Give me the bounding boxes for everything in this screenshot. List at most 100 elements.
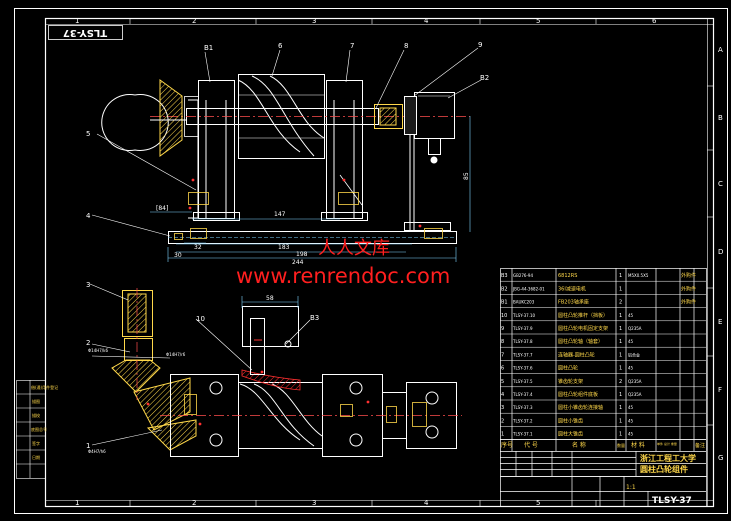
bom-cell-no: 4 xyxy=(501,392,504,398)
bevel-gear-large xyxy=(101,79,186,157)
bom-cell-code: TLSY-37.3 xyxy=(512,405,533,410)
bom-header-note: 备注 xyxy=(695,442,705,449)
bom-cell-name: 锥齿轮支架 xyxy=(558,378,583,385)
bom-header-qty: 数量 xyxy=(617,442,625,448)
dim-32: 32 xyxy=(194,244,202,251)
title-part-name: 圆柱凸轮组件 xyxy=(640,464,688,474)
bom-table-grid xyxy=(500,268,707,507)
watermark-cn: 人人文库 xyxy=(318,238,390,259)
bom-header-mat: 材 料 xyxy=(631,441,645,449)
dim-84: [84] xyxy=(156,205,168,212)
bom-cell-mat: 45 xyxy=(628,432,634,437)
zone-side-c: C xyxy=(718,180,723,188)
bom-cell-no: 8 xyxy=(501,339,504,345)
callout-3: 3 xyxy=(86,281,90,289)
bom-cell-name: 圆柱大锥齿 xyxy=(558,431,583,438)
fit-note-2: Φ14H7/k6 xyxy=(88,348,108,353)
bom-cell-no: 6 xyxy=(501,366,504,372)
bom-cell-name: 圆柱凸轮推杆（挡板） xyxy=(558,312,608,319)
callout-10: 10 xyxy=(196,315,205,323)
zone-side-b: B xyxy=(718,114,723,122)
bom-cell-name: 圆柱凸轮电机固定支架 xyxy=(558,325,608,332)
side-cell-9: 签字 xyxy=(32,440,40,446)
dim-198: 198 xyxy=(296,251,308,258)
side-cell-10: 日期 xyxy=(32,454,40,460)
callout-b1: B1 xyxy=(204,44,213,52)
bom-header-name: 名 称 xyxy=(572,441,586,449)
bom-cell-code: GB276-94 xyxy=(513,273,533,278)
callout-b2: B2 xyxy=(480,74,489,82)
callout-b3: B3 xyxy=(310,314,319,322)
callout-9: 9 xyxy=(478,41,482,49)
zone-side-a: A xyxy=(718,46,723,54)
bom-cell-name: 圆柱凸轮组件底板 xyxy=(558,391,598,398)
pinion-shaft xyxy=(122,290,153,361)
bom-cell-qty: 2 xyxy=(619,300,622,306)
bom-cell-note: 外购件 xyxy=(681,285,696,292)
bom-cell-note: 外购件 xyxy=(681,272,696,279)
callout-8: 8 xyxy=(404,42,408,50)
base-plate xyxy=(168,231,457,244)
bom-cell-no: 2 xyxy=(501,418,504,424)
side-cell-7: 底图总号 xyxy=(31,426,47,432)
bom-cell-qty: 1 xyxy=(619,273,622,279)
zone-side-d: D xyxy=(718,248,723,256)
bom-cell-mat: 45 xyxy=(628,405,634,410)
bom-cell-name: FB203轴承座 xyxy=(558,299,589,306)
title-scale: 1:1 xyxy=(626,484,636,491)
bom-cell-qty: 1 xyxy=(619,339,622,345)
callout-7: 7 xyxy=(350,42,354,50)
cylindrical-cam xyxy=(237,74,325,159)
bom-cell-code: TLSY-37.1 xyxy=(512,432,533,437)
side-cell-3: 描图 xyxy=(32,398,40,404)
bom-cell-code: TLSY-37.8 xyxy=(512,339,533,344)
zone-bot-4: 4 xyxy=(424,499,429,507)
bom-cell-code: TLSY-37.7 xyxy=(512,352,533,357)
bom-cell-name: 连轴器-圆柱凸轮 xyxy=(558,351,595,358)
bom-cell-mat: M5X0.5X5 xyxy=(628,273,649,278)
bom-cell-name: 36I减速电机 xyxy=(558,285,586,292)
fit-note-1: Φ14H7/r6 xyxy=(166,352,186,357)
bom-cell-qty: 1 xyxy=(619,418,622,424)
title-drawing-no: TLSY-37 xyxy=(652,496,692,506)
bom-cell-name: 圆柱小锥齿 xyxy=(558,417,583,424)
dim-244: 244 xyxy=(292,259,304,266)
bom-cell-mat: Q235A xyxy=(628,392,642,397)
fit-note-3: Φ4H7/h6 xyxy=(88,449,106,454)
bom-cell-code: TLSY-37.10 xyxy=(512,313,536,318)
zone-side-e: E xyxy=(718,318,722,326)
bom-cell-no: 5 xyxy=(501,379,504,385)
bom-cell-qty: 1 xyxy=(619,286,622,292)
bevel-gear-pair xyxy=(111,288,197,451)
bom-cell-code: TLSY-37.9 xyxy=(512,326,533,331)
bom-cell-code: TLSY-37.4 xyxy=(512,392,533,397)
dim-147: 147 xyxy=(274,211,286,218)
bom-cell-mat: 45 xyxy=(628,366,634,371)
push-rod-baffle xyxy=(242,306,299,375)
bom-cell-name: 圆柱小锥齿轮连接轴 xyxy=(558,404,603,411)
bom-cell-qty: 1 xyxy=(619,405,622,411)
bom-cell-qty: 1 xyxy=(619,432,622,438)
bom-header-weight: 单件 总计 重量 xyxy=(657,441,677,446)
bom-cell-no: 7 xyxy=(501,352,504,358)
bom-cell-name: 圆柱凸轮轴（轴套） xyxy=(558,338,603,345)
bom-cell-mat: 45 xyxy=(628,313,634,318)
bom-cell-no: 9 xyxy=(501,326,504,332)
callout-6: 6 xyxy=(278,42,283,50)
zone-top-5: 5 xyxy=(536,17,540,25)
bom-header-code: 代 号 xyxy=(524,441,538,449)
bearing-seat-b1-top xyxy=(184,96,199,137)
callout-4: 4 xyxy=(86,212,91,220)
bom-cell-no: 10 xyxy=(501,313,507,319)
bom-cell-qty: 1 xyxy=(619,366,622,372)
zone-top-3: 3 xyxy=(312,17,316,25)
dim-58: 58 xyxy=(266,295,274,302)
watermark-url: www.renrendoc.com xyxy=(236,264,450,288)
bom-cell-mat: Q235A xyxy=(628,326,642,331)
bom-cell-qty: 1 xyxy=(619,326,622,332)
bom-cell-no: 1 xyxy=(501,432,504,438)
bom-cell-code: TLSY-37.2 xyxy=(512,418,533,423)
drawing-code-rotated: TLSY-37 xyxy=(63,27,107,38)
gear-motor xyxy=(404,92,455,164)
